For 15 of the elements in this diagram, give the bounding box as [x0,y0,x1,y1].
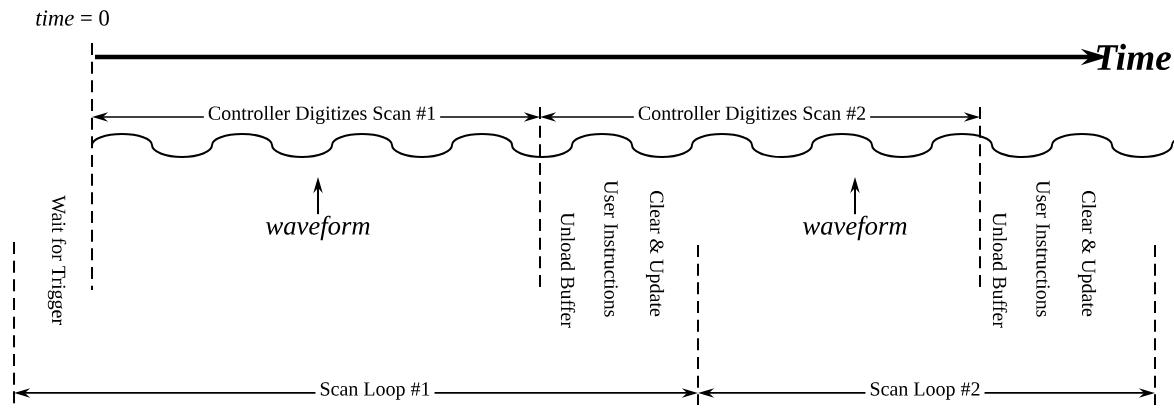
time-zero-label: time = 0 [36,10,109,26]
step-label: Wait for Trigger [47,195,67,325]
dimension-label: Controller Digitizes Scan #1 [203,101,441,129]
step-label: User Instructions [604,180,618,317]
dimension-label: Controller Digitizes Scan #2 [633,101,871,129]
dimension-label: Scan Loop #1 [315,378,435,404]
dimension-label: Scan Loop #2 [865,378,985,404]
step-label: Clear & Update [645,191,665,317]
step-label: Clear & Update [1077,191,1097,317]
waveform-label: waveform [803,215,907,241]
axis-label: Time [1097,43,1171,71]
waveform-label: waveform [266,215,370,241]
step-label: Unload Buffer [560,212,576,328]
step-label: Unload Buffer [992,212,1008,328]
step-label: User Instructions [1036,180,1050,317]
